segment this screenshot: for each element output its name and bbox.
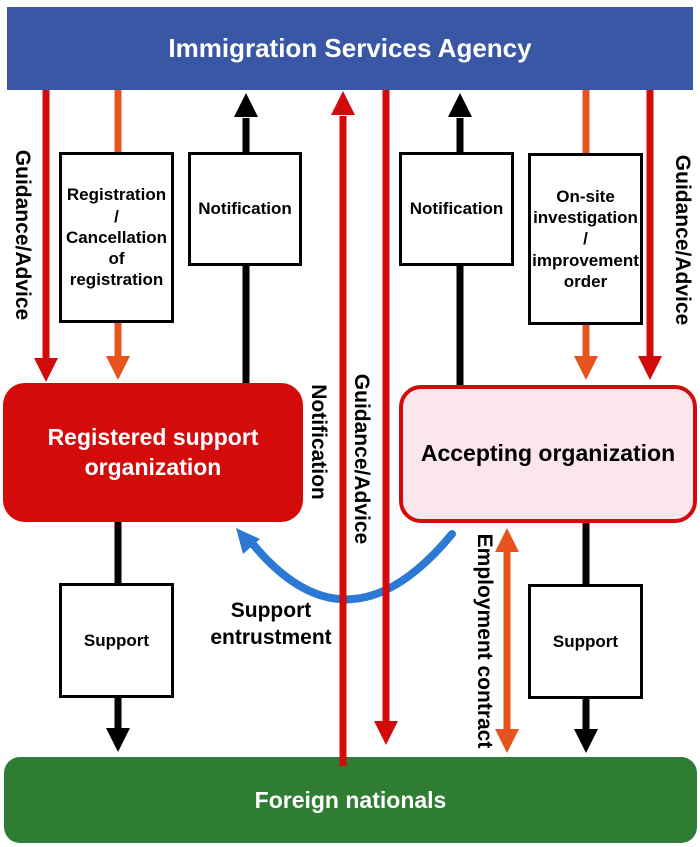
support-right-box-label: Support: [552, 631, 619, 651]
immigration-services-agency-banner: Immigration Services Agency: [7, 7, 693, 90]
support-right-box: Support: [528, 584, 643, 699]
registered-support-organization-label: Registered support organization: [47, 423, 259, 480]
notification-right-box-label: Notification: [409, 199, 504, 219]
accepting-organization-node: Accepting organization: [399, 385, 697, 523]
notification-left-box: Notification: [188, 152, 302, 266]
foreign-nationals-banner: Foreign nationals: [4, 757, 697, 843]
notification-middle-arrow: [331, 91, 355, 766]
guidance-advice-middle-arrow: [374, 90, 398, 745]
support-left-box: Support: [59, 583, 174, 698]
guidance-advice-left-arrow: [34, 90, 58, 382]
guidance-advice-left-label: Guidance/Advice: [11, 149, 34, 321]
support-entrustment-label: Support entrustment: [210, 599, 332, 650]
support-entrustment-arrow: [236, 528, 456, 604]
immigration-services-agency-label: Immigration Services Agency: [168, 33, 532, 63]
onsite-investigation-box-label: On-site investigation / improvement orde…: [532, 186, 639, 291]
registration-box: Registration / Cancellation of registrat…: [59, 152, 174, 323]
guidance-advice-middle-label: Guidance/Advice: [350, 373, 373, 545]
accepting-organization-label: Accepting organization: [420, 440, 676, 467]
registered-support-organization-node: Registered support organization: [3, 383, 303, 522]
registration-box-label: Registration / Cancellation of registrat…: [65, 185, 168, 290]
onsite-investigation-box: On-site investigation / improvement orde…: [528, 153, 643, 325]
guidance-advice-right-label: Guidance/Advice: [671, 154, 694, 326]
notification-right-box: Notification: [399, 152, 514, 266]
notification-middle-label: Notification: [307, 384, 330, 500]
employment-contract-label: Employment contract: [473, 533, 496, 749]
guidance-advice-right-arrow: [638, 90, 662, 380]
foreign-nationals-label: Foreign nationals: [254, 786, 447, 813]
support-left-box-label: Support: [83, 630, 150, 650]
notification-left-box-label: Notification: [198, 199, 292, 219]
employment-contract-arrow: [495, 528, 519, 753]
